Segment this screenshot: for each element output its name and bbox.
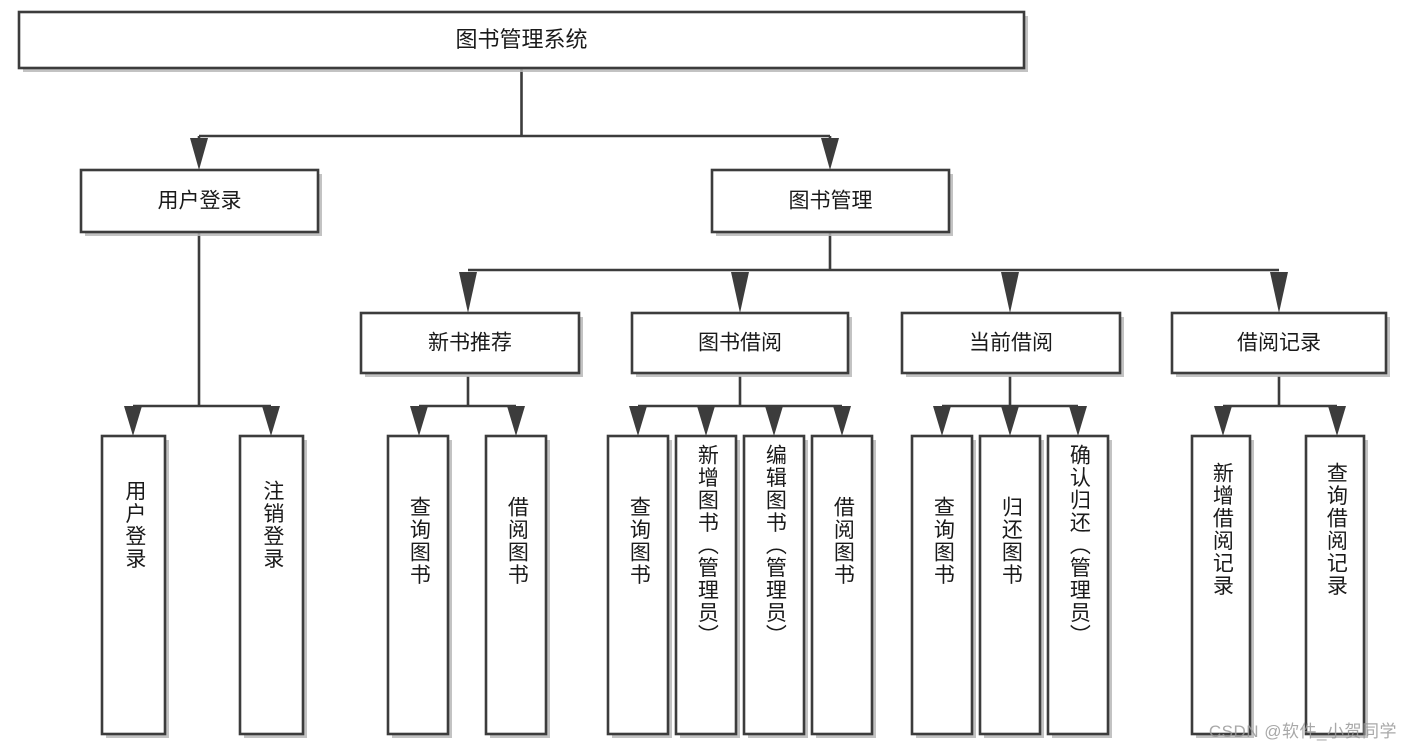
- node-user-login[interactable]: 用户登录: [79, 168, 322, 236]
- node-user-login-label: 用户登录: [158, 190, 242, 213]
- node-borrow-record[interactable]: 借阅记录: [1170, 311, 1390, 377]
- arrow-head-leaf-confirm-return: [1069, 406, 1087, 436]
- arrow-head-leaf-query-book-3: [933, 406, 951, 436]
- leaf-user-login-box[interactable]: [100, 434, 167, 736]
- arrow-head-book-borrow: [731, 272, 749, 313]
- node-book-borrow-label: 图书借阅: [698, 332, 782, 355]
- arrow-head-leaf-user-login: [124, 406, 142, 436]
- node-book-management[interactable]: 图书管理: [710, 168, 953, 236]
- leaf-boxes: [100, 434, 1368, 738]
- node-book-borrow[interactable]: 图书借阅: [630, 311, 852, 377]
- arrow-head-leaf-query-record: [1328, 406, 1346, 436]
- node-book-management-box: [710, 168, 951, 234]
- arrow-head-current-borrow: [1001, 272, 1019, 313]
- leaf-edit-book-box[interactable]: [742, 434, 806, 736]
- leaf-query-record-box[interactable]: [1304, 434, 1366, 736]
- node-new-book-recommend-label: 新书推荐: [428, 332, 512, 355]
- leaf-user-logout-box[interactable]: [238, 434, 305, 736]
- arrow-head-leaf-add-book: [697, 406, 715, 436]
- leaf-borrow-book-1-box[interactable]: [484, 434, 548, 736]
- node-current-borrow-label: 当前借阅: [969, 332, 1053, 355]
- connector-group-root-to-level1: [190, 69, 839, 170]
- leaf-query-book-1-box[interactable]: [386, 434, 450, 736]
- node-new-book-recommend-box: [359, 311, 581, 375]
- leaf-add-book-box[interactable]: [674, 434, 738, 736]
- leaf-query-book-3-box[interactable]: [910, 434, 974, 736]
- arrow-head-leaf-edit-book: [765, 406, 783, 436]
- arrow-head-user-login: [190, 138, 208, 170]
- arrow-head-book-management: [821, 138, 839, 170]
- leaf-confirm-return-box[interactable]: [1046, 434, 1110, 736]
- node-borrow-record-box: [1170, 311, 1388, 375]
- node-root[interactable]: 图书管理系统: [17, 10, 1028, 72]
- arrow-head-leaf-user-logout: [262, 406, 280, 436]
- leaf-add-record-box[interactable]: [1190, 434, 1252, 736]
- leaf-borrow-book-2-box[interactable]: [810, 434, 874, 736]
- leaf-query-book-2-box[interactable]: [606, 434, 670, 736]
- arrow-head-leaf-add-record: [1214, 406, 1232, 436]
- connector-group-book-management-to-level2: [459, 233, 1288, 313]
- node-book-borrow-box: [630, 311, 850, 375]
- arrow-head-leaf-borrow-book-2: [833, 406, 851, 436]
- connector-group-new-book-recommend-to-leaves: [410, 376, 525, 436]
- connector-group-borrow-record-to-leaves: [1214, 376, 1346, 436]
- arrow-head-new-book-recommend: [459, 272, 477, 313]
- node-book-management-label: 图书管理: [789, 190, 873, 213]
- arrow-head-leaf-borrow-book-1: [507, 406, 525, 436]
- node-current-borrow-box: [900, 311, 1122, 375]
- node-current-borrow[interactable]: 当前借阅: [900, 311, 1124, 377]
- leaf-return-book-box[interactable]: [978, 434, 1042, 736]
- arrow-head-leaf-query-book-2: [629, 406, 647, 436]
- node-borrow-record-label: 借阅记录: [1237, 332, 1321, 355]
- node-root-label: 图书管理系统: [455, 27, 587, 52]
- arrow-head-leaf-query-book-1: [410, 406, 428, 436]
- node-user-login-box: [79, 168, 320, 234]
- connector-group-current-borrow-to-leaves: [933, 376, 1087, 436]
- arrow-head-borrow-record: [1270, 272, 1288, 313]
- node-new-book-recommend[interactable]: 新书推荐: [359, 311, 583, 377]
- connector-group-book-borrow-to-leaves: [629, 376, 851, 436]
- arrow-head-leaf-return-book: [1001, 406, 1019, 436]
- connector-group-user-login-to-leaves: [124, 233, 280, 436]
- node-root-box: [17, 10, 1026, 70]
